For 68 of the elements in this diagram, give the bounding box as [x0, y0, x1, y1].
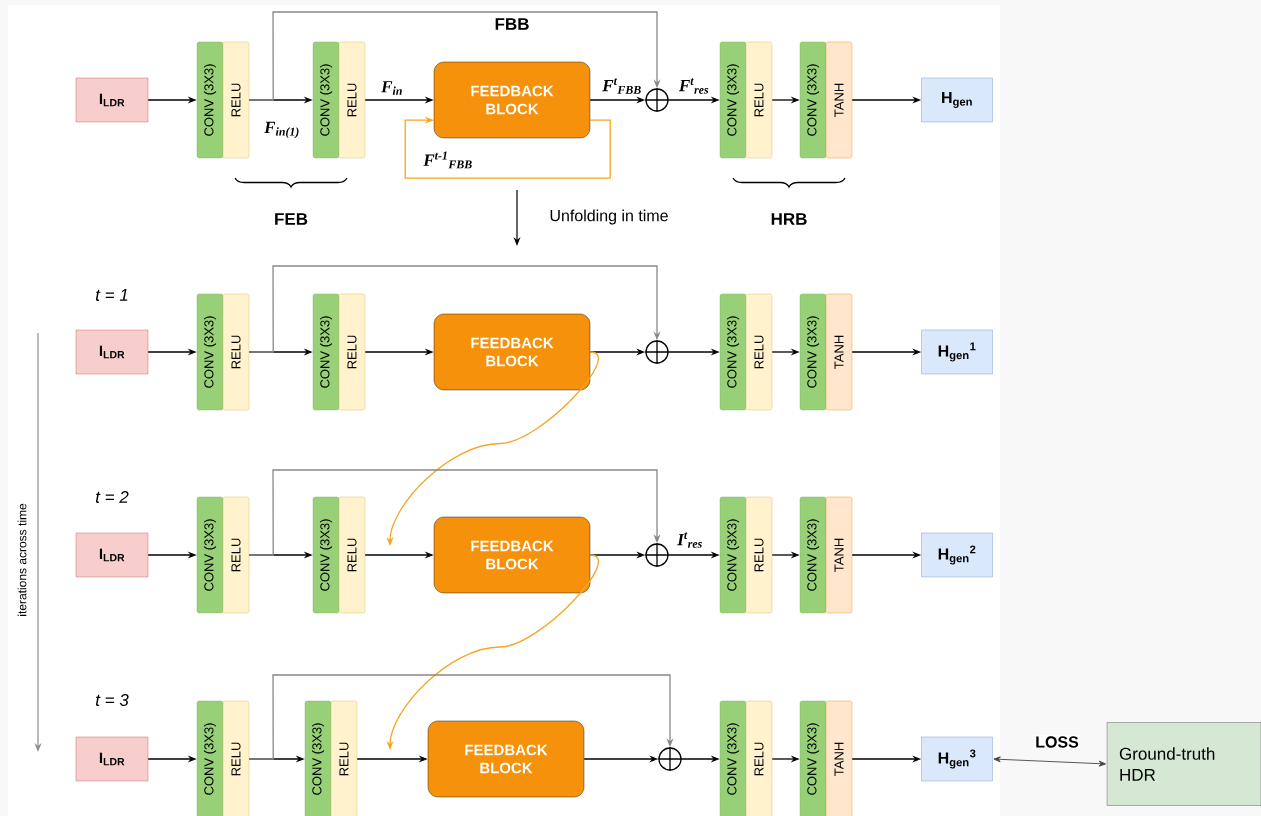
activation-layer: RELU	[745, 41, 773, 159]
feedback-block: FEEDBACK BLOCK	[433, 516, 591, 594]
output-box: H$_{gen}$2	[921, 532, 993, 578]
edge-label: LOSS	[1034, 735, 1080, 749]
caption-text: Unfolding in time	[550, 209, 668, 225]
activation-layer: TANH	[825, 700, 853, 816]
output-box: H$_{gen}$3	[921, 736, 993, 782]
sum-symbol	[644, 339, 670, 365]
activation-layer: TANH	[825, 41, 853, 159]
axis-label: iterations across time	[17, 503, 27, 616]
input-box: I$_{LDR}$	[75, 77, 149, 123]
sum-symbol	[644, 542, 670, 568]
skip-arrow	[248, 11, 661, 101]
conv-layer: CONV (3X3)	[312, 496, 340, 614]
conv-layer: CONV (3X3)	[196, 496, 224, 614]
activation-layer: RELU	[745, 496, 773, 614]
sum-symbol	[657, 746, 683, 772]
sum-symbol	[644, 87, 670, 113]
conv-layer: CONV (3X3)	[312, 41, 340, 159]
conv-layer: CONV (3X3)	[719, 41, 747, 159]
input-box: I$_{LDR}$	[75, 329, 149, 375]
edge-label: F$^{t}$FBB	[601, 77, 643, 95]
activation-layer: RELU	[222, 496, 250, 614]
activation-layer: RELU	[338, 41, 366, 159]
activation-layer: RELU	[745, 700, 773, 816]
activation-layer: RELU	[222, 700, 250, 816]
conv-layer: CONV (3X3)	[196, 700, 224, 816]
conv-layer: CONV (3X3)	[719, 496, 747, 614]
conv-layer: CONV (3X3)	[312, 293, 340, 411]
output-box: H$_{gen}$	[921, 77, 993, 123]
activation-layer: RELU	[330, 700, 358, 816]
activation-layer: RELU	[338, 496, 366, 614]
activation-layer: RELU	[222, 41, 250, 159]
arrow	[993, 756, 1106, 767]
ground-truth-box: Ground-truth HDR	[1106, 722, 1261, 806]
feedback-block: FEEDBACK BLOCK	[433, 313, 591, 391]
edge-label: F$_{in}$	[380, 80, 404, 96]
time-step-label: t = 1	[96, 289, 128, 301]
conv-layer: CONV (3X3)	[196, 41, 224, 159]
conv-layer: CONV (3X3)	[799, 496, 827, 614]
block-label: HRB	[771, 213, 807, 225]
conv-layer: CONV (3X3)	[799, 41, 827, 159]
conv-layer: CONV (3X3)	[304, 700, 332, 816]
edge-label: F$^{t}$res	[677, 77, 711, 95]
conv-layer: CONV (3X3)	[196, 293, 224, 411]
conv-layer: CONV (3X3)	[799, 293, 827, 411]
conv-layer: CONV (3X3)	[799, 700, 827, 816]
feedback-block: FEEDBACK BLOCK	[433, 61, 591, 139]
output-box: H$_{gen}$1	[921, 329, 993, 375]
input-box: I$_{LDR}$	[75, 736, 149, 782]
activation-layer: RELU	[338, 293, 366, 411]
block-label: FBB	[495, 18, 529, 30]
conv-layer: CONV (3X3)	[719, 700, 747, 816]
time-step-label: t = 3	[96, 694, 129, 706]
activation-layer: TANH	[825, 293, 853, 411]
skip-arrow	[248, 265, 661, 353]
activation-layer: TANH	[825, 496, 853, 614]
input-box: I$_{LDR}$	[75, 532, 149, 578]
feedback-arrow	[404, 116, 611, 179]
time-step-label: t = 2	[96, 491, 129, 503]
edge-label: I$^{t}$res	[676, 531, 704, 549]
activation-layer: RELU	[745, 293, 773, 411]
activation-layer: RELU	[222, 293, 250, 411]
conv-layer: CONV (3X3)	[719, 293, 747, 411]
skip-arrow	[248, 469, 661, 556]
block-label: FEB	[275, 213, 308, 225]
skip-arrow	[248, 674, 674, 760]
feedback-block: FEEDBACK BLOCK	[427, 720, 585, 798]
